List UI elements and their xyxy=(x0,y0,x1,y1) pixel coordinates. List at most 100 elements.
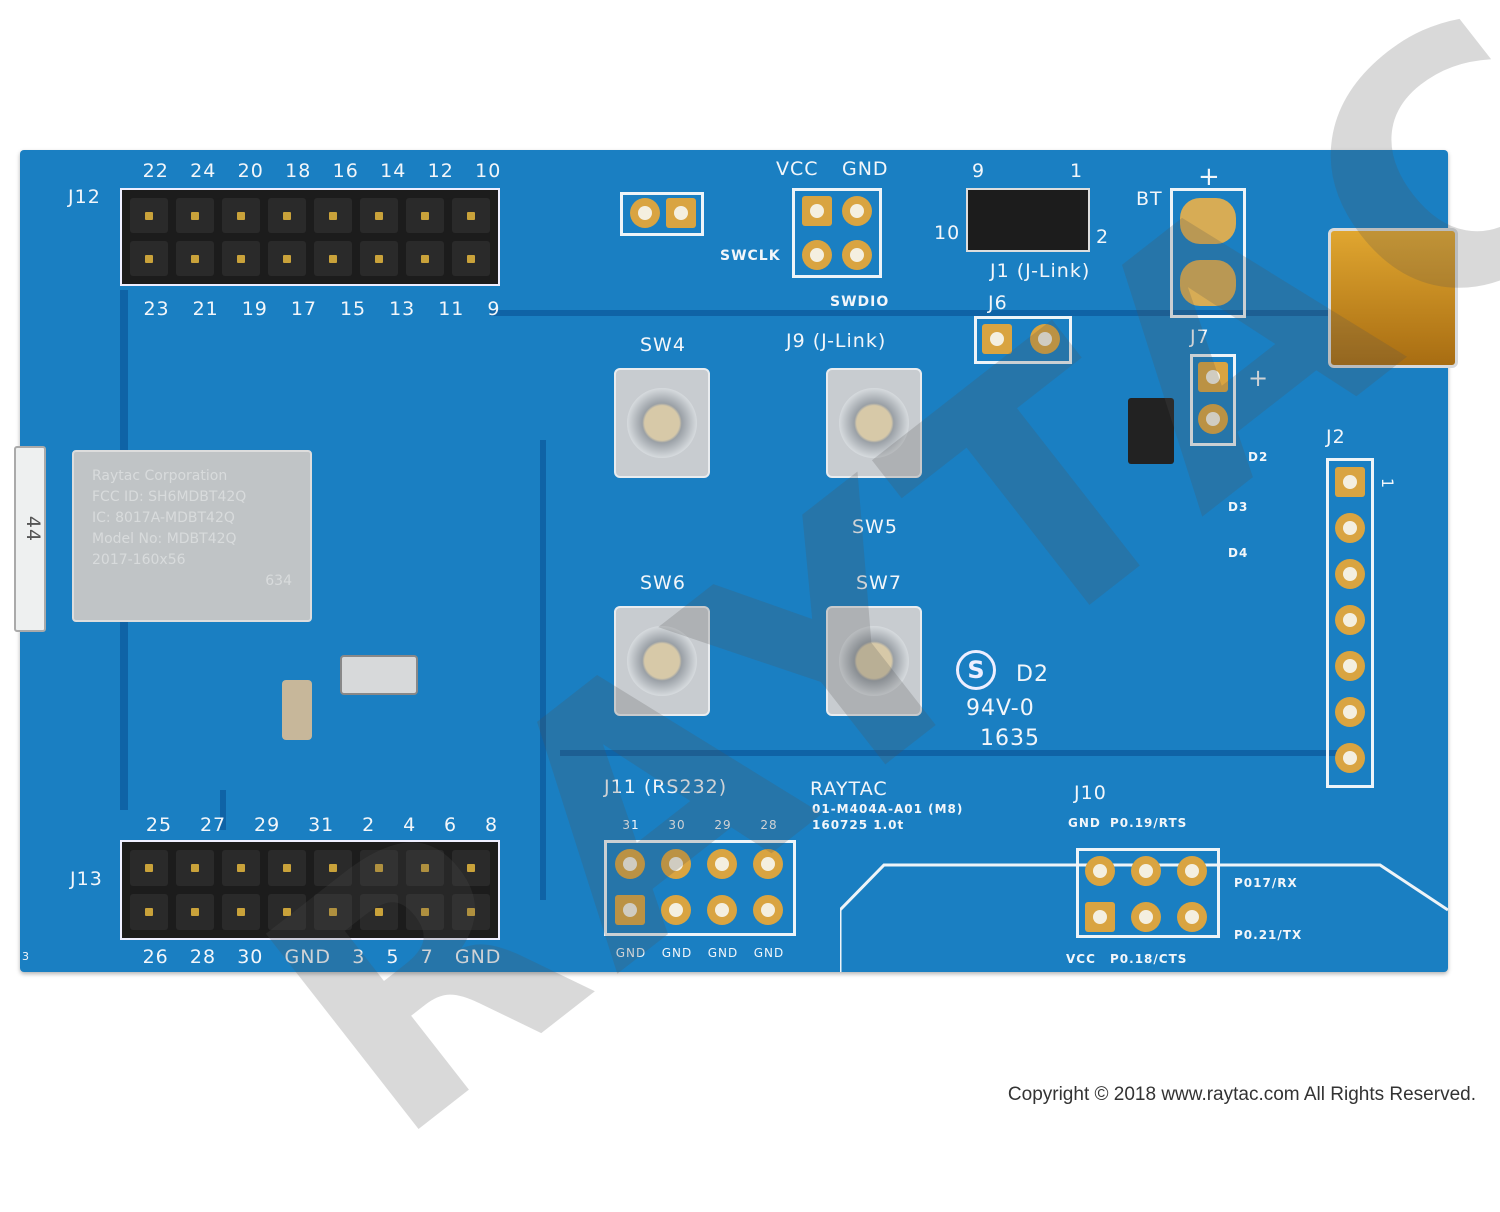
pin-label: 7 xyxy=(420,946,434,968)
pad xyxy=(1131,856,1161,886)
module-text: FCC ID: SH6MDBT42Q xyxy=(92,489,247,505)
header-pin xyxy=(314,198,352,233)
j11-box xyxy=(604,840,796,936)
bt-box xyxy=(1170,188,1246,318)
pin-label: 25 xyxy=(145,814,173,836)
sw5-button[interactable] xyxy=(826,368,922,478)
j12-label: J12 xyxy=(68,186,101,208)
j10-box xyxy=(1076,848,1220,938)
header-pin xyxy=(268,894,306,930)
pin-label: 29 xyxy=(714,818,732,832)
header-pin xyxy=(268,850,306,886)
sw4-button[interactable] xyxy=(614,368,710,478)
gnd-label: GND xyxy=(842,158,889,180)
j10-label: J10 xyxy=(1074,782,1107,804)
ul-mark: S xyxy=(956,650,996,690)
module-text: 634 xyxy=(265,573,292,589)
pad xyxy=(707,895,737,925)
header-pin xyxy=(130,241,168,276)
header-pin xyxy=(360,241,398,276)
header-pin xyxy=(222,894,260,930)
pad xyxy=(707,849,737,879)
header-pin xyxy=(222,241,260,276)
antenna-chip: 44 xyxy=(14,446,46,632)
pin-label: 31 xyxy=(622,818,640,832)
trace xyxy=(490,310,1390,316)
part-number: 01-M404A-A01 (M8) xyxy=(812,802,964,816)
j10-tx: P0.21/TX xyxy=(1234,928,1303,942)
pin-label: 2 xyxy=(362,814,376,836)
trace xyxy=(540,440,546,900)
pin-label: GND xyxy=(284,946,332,968)
raytac-label: RAYTAC xyxy=(810,778,888,800)
capacitor xyxy=(282,680,312,740)
pin-label: 30 xyxy=(668,818,686,832)
header-pin xyxy=(452,241,490,276)
trace xyxy=(220,790,226,830)
j1-label: J1 (J-Link) xyxy=(990,260,1091,282)
pin-label: 22 xyxy=(142,160,169,182)
j1-pin-label: 1 xyxy=(1070,160,1084,182)
header-pin xyxy=(176,850,214,886)
sw7-button[interactable] xyxy=(826,606,922,716)
header-pin xyxy=(314,241,352,276)
pin-label: 4 xyxy=(403,814,417,836)
pad xyxy=(1198,362,1228,392)
pad xyxy=(1335,559,1365,589)
j7-box xyxy=(1190,354,1236,446)
pin-label: 16 xyxy=(332,160,359,182)
pin-label: 3 xyxy=(352,946,366,968)
pin-label: 10 xyxy=(475,160,502,182)
sw5-label: SW5 xyxy=(852,516,898,538)
header-pin xyxy=(130,198,168,233)
pin-label: 14 xyxy=(380,160,407,182)
j10-rx: P017/RX xyxy=(1234,876,1298,890)
header-pin xyxy=(222,850,260,886)
cert-date: 1635 xyxy=(980,726,1040,751)
bt-plus: + xyxy=(1198,162,1221,192)
header-pin xyxy=(314,894,352,930)
pad xyxy=(630,198,660,228)
sw6-label: SW6 xyxy=(640,572,686,594)
swdio-label: SWDIO xyxy=(830,294,890,310)
pin-label: 13 xyxy=(389,298,416,320)
pad xyxy=(1198,404,1228,434)
pad xyxy=(1335,467,1365,497)
bluetooth-module: Raytac Corporation FCC ID: SH6MDBT42Q IC… xyxy=(72,450,312,622)
pad xyxy=(753,849,783,879)
j1-pin-label: 9 xyxy=(972,160,986,182)
j9-box xyxy=(792,188,882,278)
pin-label: GND xyxy=(753,946,785,960)
pin-label: GND xyxy=(454,946,502,968)
corner-mark: 3 xyxy=(22,950,30,963)
pad xyxy=(615,895,645,925)
d4-label: D4 xyxy=(1228,546,1249,560)
header-pin xyxy=(360,894,398,930)
pin-label: 8 xyxy=(484,814,499,836)
j10-vcc: VCC xyxy=(1066,952,1096,966)
pin-label: GND xyxy=(707,946,739,960)
pin-label: 24 xyxy=(190,160,217,182)
copyright-text: Copyright © 2018 www.raytac.com All Righ… xyxy=(1007,1084,1476,1105)
module-text: Model No: MDBT42Q xyxy=(92,531,237,547)
j10-cts: P0.18/CTS xyxy=(1110,952,1188,966)
pin-label: 31 xyxy=(308,814,335,836)
j9-label: J9 (J-Link) xyxy=(786,330,887,352)
sw6-button[interactable] xyxy=(614,606,710,716)
pad xyxy=(982,324,1012,354)
outline-silk xyxy=(840,863,1448,972)
pin-label: 29 xyxy=(254,814,281,836)
mini-usb-connector[interactable] xyxy=(1328,228,1458,368)
pin-label: 28 xyxy=(760,818,778,832)
pad xyxy=(753,895,783,925)
j7-label: J7 xyxy=(1190,326,1210,348)
pad xyxy=(661,895,691,925)
pin-label: 30 xyxy=(237,946,264,968)
j6-label: J6 xyxy=(988,292,1008,314)
pin-label: 27 xyxy=(199,814,227,836)
header-pin xyxy=(176,241,214,276)
pad xyxy=(615,849,645,879)
header-pin xyxy=(452,198,490,233)
j2-label: J2 xyxy=(1326,426,1346,448)
pin-label: 23 xyxy=(143,298,170,320)
